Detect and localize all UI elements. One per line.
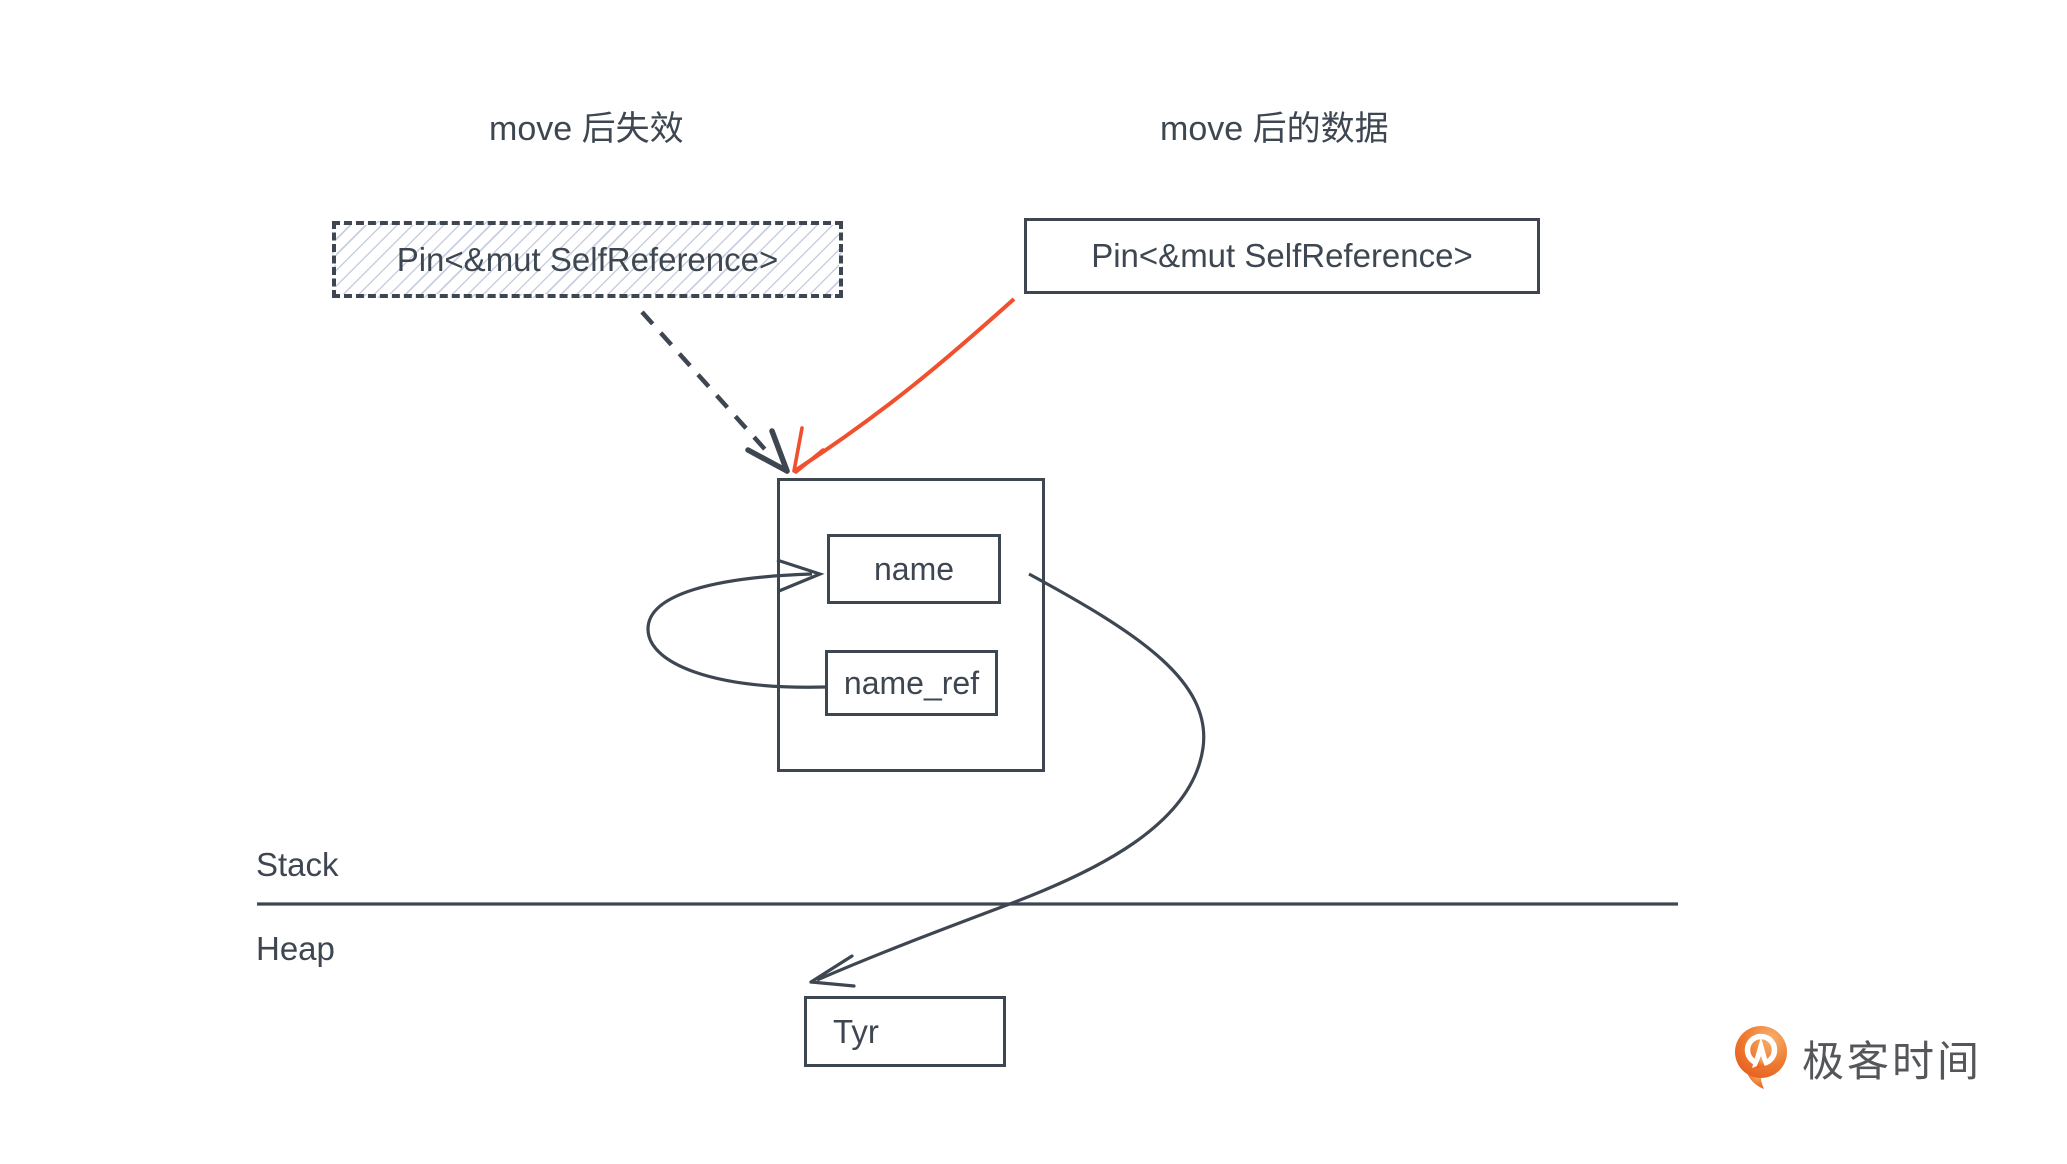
field-name-ref-label: name_ref xyxy=(843,664,980,701)
geektime-logo-text: 极客时间 xyxy=(1802,1037,1983,1085)
stack-region-label: Stack xyxy=(256,846,339,883)
title-invalid-after-move: move 后失效 xyxy=(489,110,684,148)
moved-pin-label: Pin<&mut SelfReference> xyxy=(1091,237,1473,274)
heap-value-box: Tyr xyxy=(804,996,1006,1067)
invalidated-pin-label: Pin<&mut SelfReference> xyxy=(396,240,779,278)
field-name-box: name xyxy=(827,534,1001,604)
self-reference-struct-box xyxy=(777,478,1045,772)
title-data-after-move: move 后的数据 xyxy=(1160,110,1389,148)
geektime-logo: 极客时间 xyxy=(1734,1024,1982,1092)
invalidated-pin-arrow xyxy=(640,310,790,474)
moved-pin-box: Pin<&mut SelfReference> xyxy=(1024,218,1540,294)
heap-value-label: Tyr xyxy=(833,1012,879,1050)
invalidated-pin-box: Pin<&mut SelfReference> xyxy=(332,221,843,298)
field-name-label: name xyxy=(873,550,955,587)
heap-region-label: Heap xyxy=(256,930,335,967)
field-name-ref-box: name_ref xyxy=(825,650,998,716)
geektime-logo-icon xyxy=(1735,1026,1787,1089)
moved-pin-arrow xyxy=(792,297,1016,474)
